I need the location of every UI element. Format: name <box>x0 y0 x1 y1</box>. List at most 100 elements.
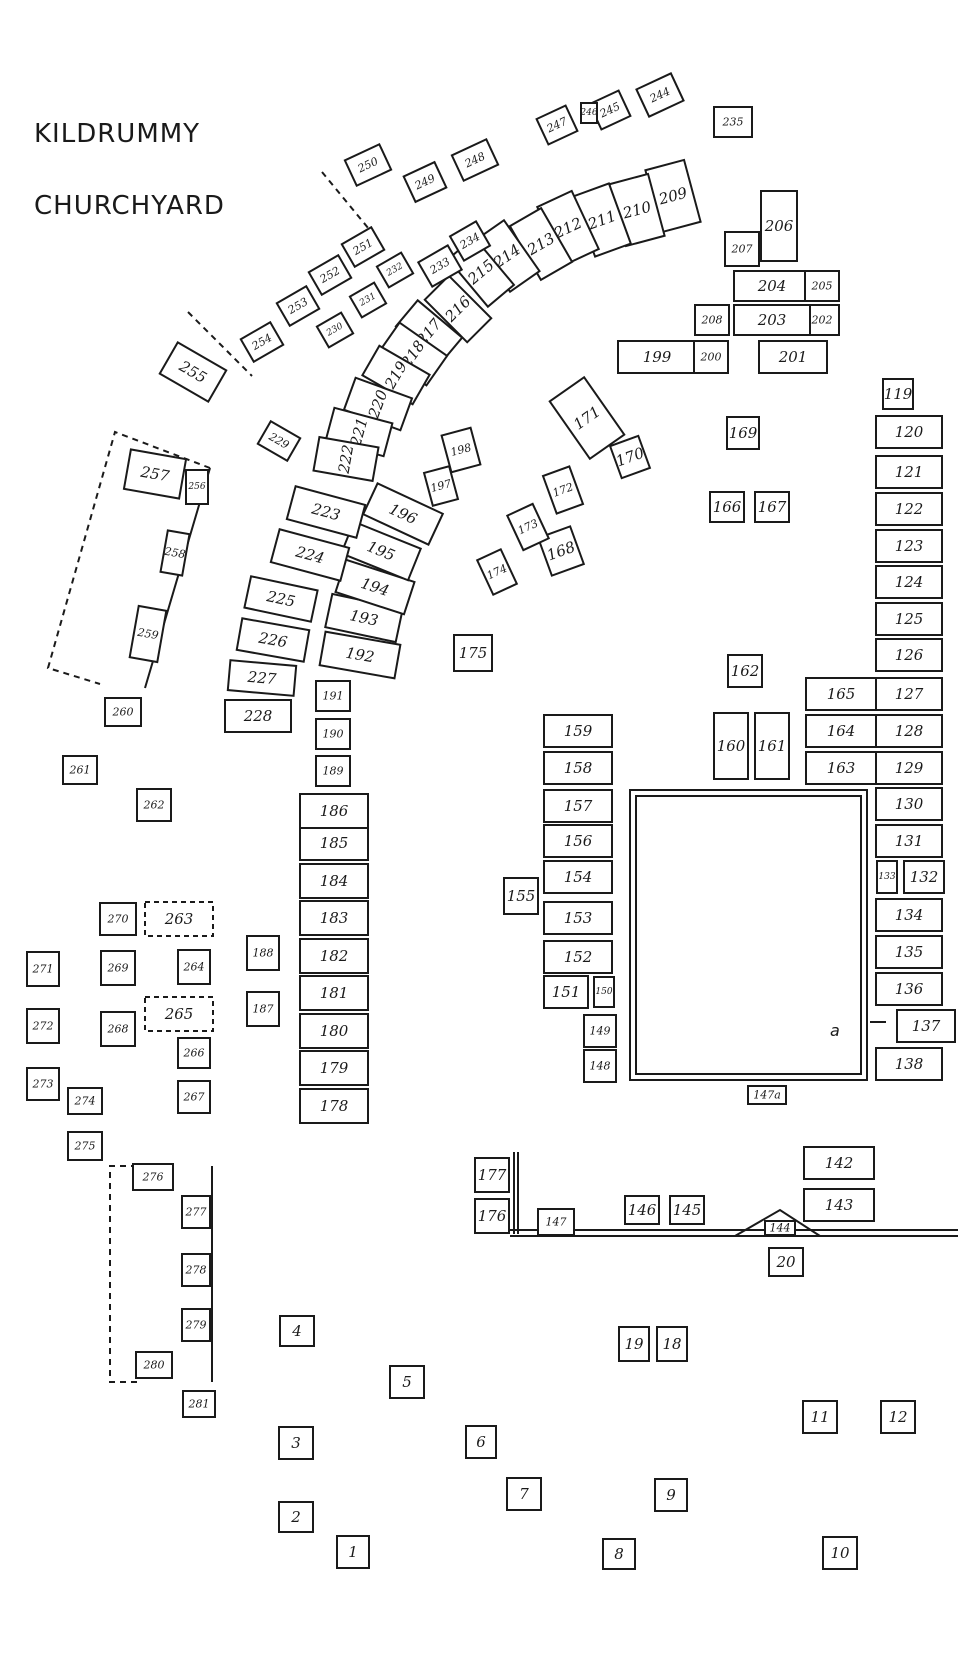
plot-number: 4 <box>291 1322 302 1340</box>
plot-number: 7 <box>519 1485 529 1503</box>
plot-box <box>875 787 943 821</box>
plot-148: 148 <box>583 1049 617 1083</box>
plot-number: 202 <box>811 314 833 327</box>
plot-7: 7 <box>506 1477 542 1511</box>
plot-box <box>299 900 369 936</box>
plot-248: 248 <box>450 137 500 183</box>
plot-272: 272 <box>26 1008 60 1044</box>
plot-box <box>713 712 749 780</box>
plot-box <box>177 949 211 985</box>
plot-box <box>339 520 423 582</box>
enclosure-outer-wall <box>629 789 868 1081</box>
plot-234: 234 <box>448 220 492 262</box>
plot-279: 279 <box>181 1308 211 1342</box>
plot-box <box>465 1425 497 1459</box>
plot-11: 11 <box>802 1400 838 1434</box>
plot-253: 253 <box>275 284 321 328</box>
plot-box <box>299 825 369 861</box>
plot-189: 189 <box>315 755 351 787</box>
plot-number: 131 <box>895 832 924 850</box>
plot-227: 227 <box>226 659 298 697</box>
plot-2: 2 <box>278 1501 314 1533</box>
plot-3: 3 <box>278 1426 314 1460</box>
plot-197: 197 <box>422 464 460 508</box>
plot-box <box>299 793 369 829</box>
plot-161: 161 <box>754 712 790 780</box>
plot-165: 165 <box>805 677 877 711</box>
plot-box <box>537 1208 575 1236</box>
plot-number: 266 <box>183 1047 205 1060</box>
plot-number: 188 <box>253 947 274 960</box>
plot-246: 246 <box>579 102 598 124</box>
plot-131: 131 <box>875 824 943 858</box>
plot-143: 143 <box>803 1188 875 1222</box>
plot-157: 157 <box>543 789 613 823</box>
plot-box <box>135 1351 173 1379</box>
plot-205: 205 <box>804 270 840 302</box>
plot-box <box>505 502 551 552</box>
plot-233: 233 <box>416 244 464 288</box>
plot-box <box>275 284 321 328</box>
plot-box <box>100 950 136 986</box>
plot-box <box>285 485 367 539</box>
plot-number: 208 <box>701 314 723 327</box>
plot-box <box>760 190 798 262</box>
plot-box <box>159 529 191 577</box>
plot-number: 198 <box>449 441 473 459</box>
plot-box <box>727 654 763 688</box>
plot-box <box>804 270 840 302</box>
plot-number: 277 <box>185 1206 207 1219</box>
map-title-line2: CHURCHYARD <box>34 191 225 221</box>
plot-number: 2 <box>290 1508 301 1526</box>
plot-number: 157 <box>564 797 593 815</box>
plot-number: 273 <box>32 1078 54 1091</box>
plot-264: 264 <box>177 949 211 985</box>
plot-number: 143 <box>825 1196 854 1214</box>
plot-box <box>733 270 811 302</box>
plot-number: 189 <box>323 765 344 778</box>
plot-box <box>440 426 482 474</box>
plot-box <box>315 755 351 787</box>
plot-box <box>543 751 613 785</box>
plot-box <box>875 751 943 785</box>
plot-box <box>875 455 943 489</box>
plot-box <box>802 1400 838 1434</box>
plot-box <box>618 1326 650 1362</box>
plot-121: 121 <box>875 455 943 489</box>
plot-number: 259 <box>136 626 160 643</box>
plot-223: 223 <box>285 485 367 539</box>
plot-number: 127 <box>895 685 924 703</box>
plot-box <box>315 680 351 712</box>
plot-185: 185 <box>299 825 369 861</box>
plot-230: 230 <box>315 311 355 349</box>
plot-number: 1 <box>348 1543 358 1561</box>
plot-box <box>709 491 745 523</box>
plot-267: 267 <box>177 1080 211 1114</box>
plot-number: 204 <box>757 277 787 295</box>
plot-254: 254 <box>239 320 285 364</box>
plot-number: 278 <box>185 1264 207 1277</box>
plot-number: 19 <box>624 1335 644 1353</box>
plot-box <box>450 137 500 183</box>
plot-150: 150 <box>593 976 615 1008</box>
plot-number: 205 <box>811 280 833 293</box>
plot-box <box>693 340 729 374</box>
plot-box <box>182 1390 216 1418</box>
plot-box <box>875 972 943 1006</box>
plot-number: 148 <box>590 1060 611 1073</box>
plot-number: 257 <box>138 462 171 485</box>
plot-number: 156 <box>564 832 593 850</box>
plot-160: 160 <box>713 712 749 780</box>
plot-box <box>315 311 355 349</box>
plot-box <box>423 274 493 344</box>
plot-number: 176 <box>478 1207 507 1225</box>
plot-162: 162 <box>727 654 763 688</box>
enclosure-256-dashed <box>46 430 211 685</box>
plot-222: 222 <box>312 435 380 483</box>
plot-204: 204 <box>733 270 811 302</box>
plot-127: 127 <box>875 677 943 711</box>
plot-number: 227 <box>246 668 278 689</box>
plot-box <box>724 231 760 267</box>
plot-number: 126 <box>895 646 924 664</box>
plot-box <box>617 340 697 374</box>
